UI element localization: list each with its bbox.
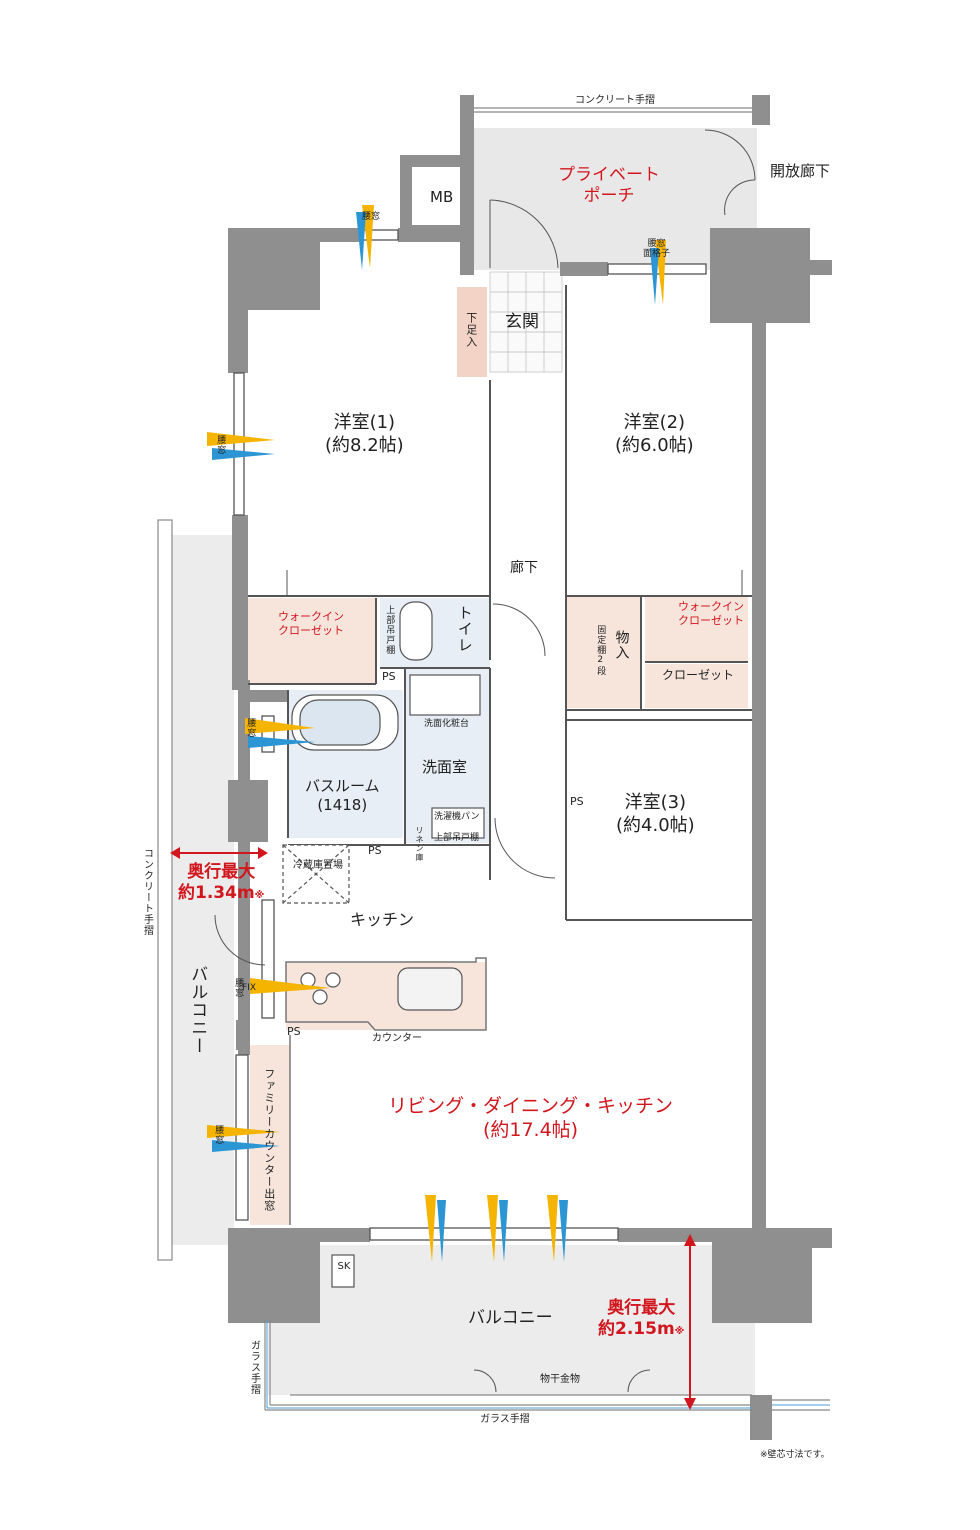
bottom-depth-value: 約2.15m bbox=[598, 1319, 675, 1340]
monoire-label: 物入 bbox=[613, 630, 630, 660]
washer-pan-label: 洗濯機パン bbox=[434, 812, 480, 822]
fixtures bbox=[282, 601, 485, 1288]
western2-label: 洋室(2) (約6.0帖) bbox=[615, 412, 694, 457]
wic2-label: ウォークイン クローゼット bbox=[678, 600, 744, 628]
western1-label: 洋室(1) (約8.2帖) bbox=[325, 412, 404, 457]
ldk-label: リビング・ダイニング・キッチン (約17.4帖) bbox=[388, 1095, 673, 1143]
window-kitchen-label: 腰窓 bbox=[233, 978, 244, 998]
western2-name: 洋室(2) bbox=[623, 412, 686, 433]
wic1-floor bbox=[248, 598, 376, 684]
glass-rail-blue bbox=[266, 1320, 830, 1409]
railings bbox=[157, 107, 830, 1411]
ps2-label: PS bbox=[368, 844, 382, 857]
window-porch-label: 腰窓 面格子 bbox=[643, 239, 671, 260]
toilet-floor bbox=[380, 598, 490, 668]
open-corridor-label: 開放廊下 bbox=[770, 162, 831, 180]
window-top-label: 腰窓 bbox=[362, 212, 381, 222]
balcony-bottom-label: バルコニー bbox=[468, 1308, 553, 1328]
private-porch-line1: プライベート bbox=[558, 165, 660, 185]
bathroom-label: バスルーム (1418) bbox=[305, 777, 380, 815]
private-porch-line2: ポーチ bbox=[583, 186, 635, 207]
western1-name: 洋室(1) bbox=[333, 412, 396, 433]
closet-label: クローゼット bbox=[662, 668, 735, 682]
western3-name: 洋室(3) bbox=[624, 792, 687, 813]
side-depth-value: 約1.34m bbox=[178, 883, 255, 904]
fixed-shelf-label: 固定棚2段 bbox=[595, 625, 606, 676]
wic1-line2: クローゼット bbox=[278, 623, 344, 637]
shoebox-label: 下足入 bbox=[464, 312, 478, 348]
wic1-line1: ウォークイン bbox=[278, 610, 344, 623]
western2-area: (約6.0帖) bbox=[615, 434, 694, 456]
upper-cabinet-label: 上部吊戸棚 bbox=[434, 833, 480, 843]
concrete-rail-side-label: コンクリート手摺 bbox=[141, 848, 153, 936]
ps1-label: PS bbox=[382, 670, 396, 683]
side-depth-value-row: 約1.34m※ bbox=[178, 883, 264, 904]
wic1-label: ウォークイン クローゼット bbox=[278, 610, 344, 638]
side-depth-title: 奥行最大 bbox=[187, 862, 256, 882]
family-counter-floor bbox=[250, 1045, 290, 1225]
window-w1-label: 腰窓 bbox=[215, 435, 226, 455]
western1-area: (約8.2帖) bbox=[325, 434, 404, 456]
bottom-depth-mark: ※ bbox=[674, 1326, 685, 1338]
entrance-label: 玄関 bbox=[505, 312, 539, 332]
vanity-label: 洗面化粧台 bbox=[424, 719, 470, 729]
window-ldk-label: 腰窓 bbox=[213, 1125, 224, 1145]
ps3-label: PS bbox=[570, 795, 584, 808]
western3-area: (約4.0帖) bbox=[616, 814, 695, 836]
monoire-floor bbox=[566, 596, 641, 708]
toilet-shelf-label: 上部吊戸棚 bbox=[384, 605, 395, 655]
private-porch-label: プライベート ポーチ bbox=[558, 165, 660, 208]
linen-label: リネン庫 bbox=[415, 826, 424, 862]
ldk-name: リビング・ダイニング・キッチン bbox=[388, 1095, 674, 1117]
concrete-rail-top-label: コンクリート手摺 bbox=[575, 95, 655, 106]
kitchen-label: キッチン bbox=[350, 910, 415, 929]
side-depth-mark: ※ bbox=[254, 890, 265, 902]
doors bbox=[214, 129, 756, 1393]
counter-label: カウンター bbox=[372, 1033, 422, 1044]
wic2-line2: クローゼット bbox=[678, 613, 744, 627]
wic2-floor bbox=[645, 596, 748, 662]
dimension-arrows bbox=[170, 847, 696, 1410]
glass-rail-bottom-label: ガラス手摺 bbox=[480, 1414, 530, 1425]
washroom-label: 洗面室 bbox=[422, 758, 468, 776]
bottom-depth-value-row: 約2.15m※ bbox=[598, 1319, 684, 1340]
window-porch-line1: 腰窓 bbox=[647, 239, 666, 249]
western3-label: 洋室(3) (約4.0帖) bbox=[616, 792, 695, 837]
toilet-label: トイレ bbox=[455, 605, 474, 653]
footnote: ※壁芯寸法です。 bbox=[760, 1450, 830, 1460]
window-porch-line2: 面格子 bbox=[643, 248, 671, 259]
hallway-label: 廊下 bbox=[510, 560, 538, 576]
private-porch-floor bbox=[472, 128, 757, 270]
window-bath-label: 腰窓 bbox=[245, 718, 256, 738]
ventilation-arrows bbox=[207, 205, 666, 1262]
fix-label: FIX bbox=[242, 983, 256, 993]
bottom-depth-title: 奥行最大 bbox=[607, 1298, 676, 1318]
fridge-label: 冷蔵庫置場 bbox=[293, 860, 343, 871]
wic2-line1: ウォークイン bbox=[678, 600, 744, 613]
closet-floor bbox=[645, 664, 748, 708]
ps4-label: PS bbox=[287, 1025, 301, 1038]
walls bbox=[228, 95, 832, 1440]
mb-label: MB bbox=[430, 188, 454, 206]
bathroom-name: バスルーム bbox=[305, 777, 380, 795]
family-counter-label: ファミリーカウンター出窓 bbox=[262, 1068, 276, 1212]
bathroom-size: (1418) bbox=[317, 795, 368, 814]
clothes-hanger-label: 物干金物 bbox=[540, 1374, 580, 1385]
ldk-area: (約17.4帖) bbox=[482, 1118, 579, 1141]
interior-walls bbox=[248, 285, 752, 921]
ldk-outline bbox=[285, 957, 487, 1225]
shoebox-floor bbox=[457, 287, 487, 377]
sk-label: SK bbox=[337, 1261, 351, 1272]
glass-rail-side-label: ガラス手摺 bbox=[248, 1340, 260, 1395]
genkan-tiles bbox=[489, 271, 563, 373]
side-depth-label: 奥行最大 約1.34m※ bbox=[178, 862, 264, 905]
bottom-depth-label: 奥行最大 約2.15m※ bbox=[598, 1298, 684, 1341]
balcony-side-label: バルコニー bbox=[187, 965, 208, 1055]
